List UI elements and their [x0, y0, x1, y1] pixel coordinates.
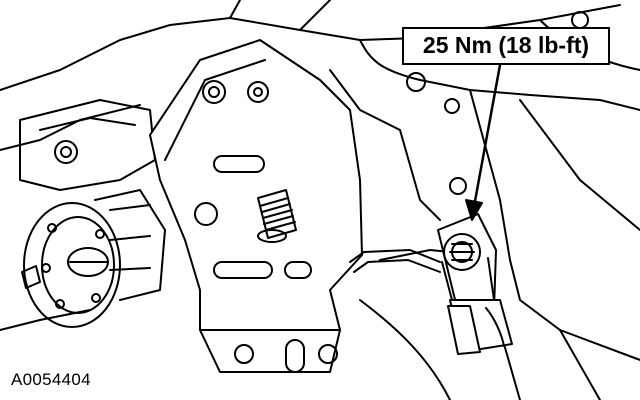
- bracket-arm: [349, 249, 441, 273]
- engine-mount-bracket: [149, 39, 363, 373]
- figure-id: A0054404: [11, 370, 91, 389]
- leader-arrow-icon: [465, 63, 502, 221]
- pulley-flange: [21, 202, 121, 328]
- threaded-stud: [257, 189, 297, 243]
- clamp-and-hose: [437, 213, 513, 355]
- left-casting: [19, 99, 166, 301]
- torque-callout: 25 Nm (18 lb-ft): [402, 27, 610, 65]
